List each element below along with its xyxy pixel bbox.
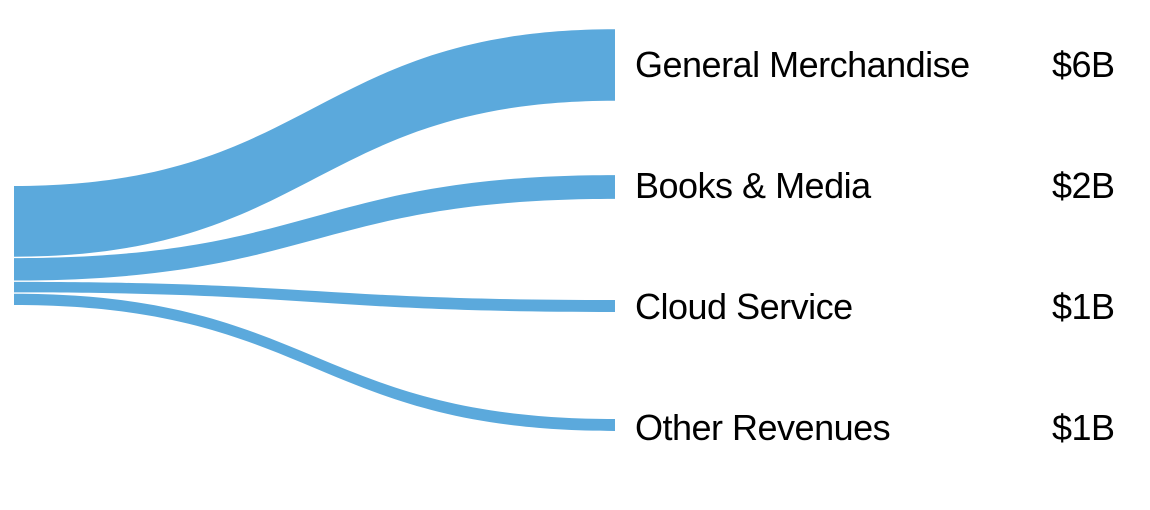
flow-label-cloud-service: Cloud Service bbox=[635, 286, 853, 327]
flow-label-books-media: Books & Media bbox=[635, 165, 871, 206]
flow-value-other-revenues: $1B bbox=[1052, 407, 1115, 448]
flow-label-general-merchandise: General Merchandise bbox=[635, 44, 970, 85]
sankey-flow-other-revenues bbox=[14, 293, 615, 431]
sankey-flow-general-merchandise bbox=[14, 29, 615, 257]
sankey-flow-books-media bbox=[14, 175, 615, 281]
flow-label-other-revenues: Other Revenues bbox=[635, 407, 891, 448]
flow-value-cloud-service: $1B bbox=[1052, 286, 1115, 327]
flow-value-books-media: $2B bbox=[1052, 165, 1115, 206]
sankey-flow-cloud-service bbox=[14, 281, 615, 312]
flow-value-general-merchandise: $6B bbox=[1052, 44, 1115, 85]
